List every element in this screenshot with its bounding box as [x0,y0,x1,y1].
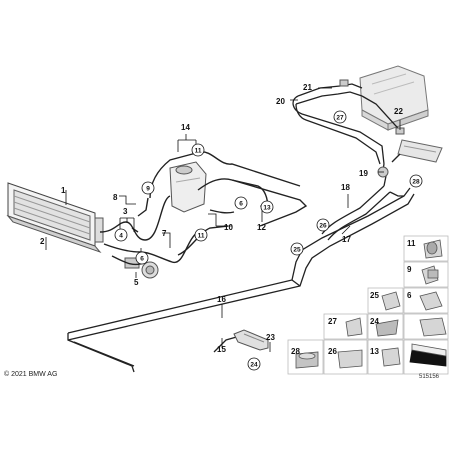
label-20: 20 [276,97,285,106]
panel-label-27: 27 [328,317,337,326]
svg-text:25: 25 [293,247,301,254]
pump [124,257,159,279]
circle-callout-26: 26 [316,218,330,232]
label-3: 3 [123,207,128,216]
svg-text:6: 6 [140,256,144,263]
label-8: 8 [113,193,118,202]
svg-text:24: 24 [250,362,258,369]
svg-text:11: 11 [198,233,205,240]
panel-label-25: 25 [370,291,379,300]
svg-text:26: 26 [319,223,327,230]
circle-callout-28: 28 [409,174,423,188]
label-10: 10 [224,223,233,232]
svg-text:28: 28 [412,179,420,186]
label-2: 2 [40,237,45,246]
panel-parts [295,239,447,369]
label-23: 23 [266,333,275,342]
circle-callout-6b: 6 [234,196,248,210]
panel-label-6: 6 [407,291,412,300]
svg-text:6: 6 [239,201,243,208]
circle-callout-25: 25 [290,242,304,256]
panel-label-9: 9 [407,265,412,274]
circle-callout-11a: 11 [191,143,205,157]
svg-text:27: 27 [336,115,344,122]
label-15: 15 [217,345,226,354]
label-16: 16 [217,295,226,304]
label-18: 18 [341,183,350,192]
label-17: 17 [342,235,351,244]
expansion-tank [169,161,207,213]
svg-text:11: 11 [195,148,202,155]
sensor [233,329,269,351]
svg-text:9: 9 [146,186,150,193]
circle-callout-27: 27 [333,110,347,124]
copyright-text: © 2021 BMW AG [4,371,58,378]
label-1: 1 [61,186,66,195]
document-number: 515156 [419,374,440,380]
circle-callout-13: 13 [260,200,274,214]
hoses-center [99,151,308,266]
radiator [6,182,104,254]
label-7: 7 [162,229,167,238]
circle-callout-4: 4 [114,228,128,242]
underbody-lines [67,187,415,373]
circle-callout-24: 24 [247,357,261,371]
circle-callout-9: 9 [141,181,155,195]
label-19: 19 [359,169,368,178]
label-5: 5 [134,278,139,287]
panel-label-26: 26 [328,347,337,356]
panel-labels: 11 9 6 25 27 24 28 26 13 [291,239,416,356]
circle-callout-11b: 11 [194,228,208,242]
circle-callout-6a: 6 [135,251,149,265]
svg-text:13: 13 [263,205,271,212]
panel-label-13: 13 [370,347,379,356]
rear-module [359,65,443,163]
svg-text:4: 4 [119,233,123,240]
panel-label-24: 24 [370,317,379,326]
rear-fittings [339,79,405,178]
panel-label-11: 11 [407,239,416,248]
callouts: 1 2 3 8 5 7 10 14 12 16 15 17 18 19 20 2… [40,83,403,354]
label-22: 22 [394,107,403,116]
label-12: 12 [257,223,266,232]
rear-lines [321,175,404,241]
circled-callouts: 11 9 4 11 6 6 13 27 [114,110,423,371]
label-21: 21 [303,83,312,92]
panel-label-28: 28 [291,347,300,356]
label-14: 14 [181,123,190,132]
